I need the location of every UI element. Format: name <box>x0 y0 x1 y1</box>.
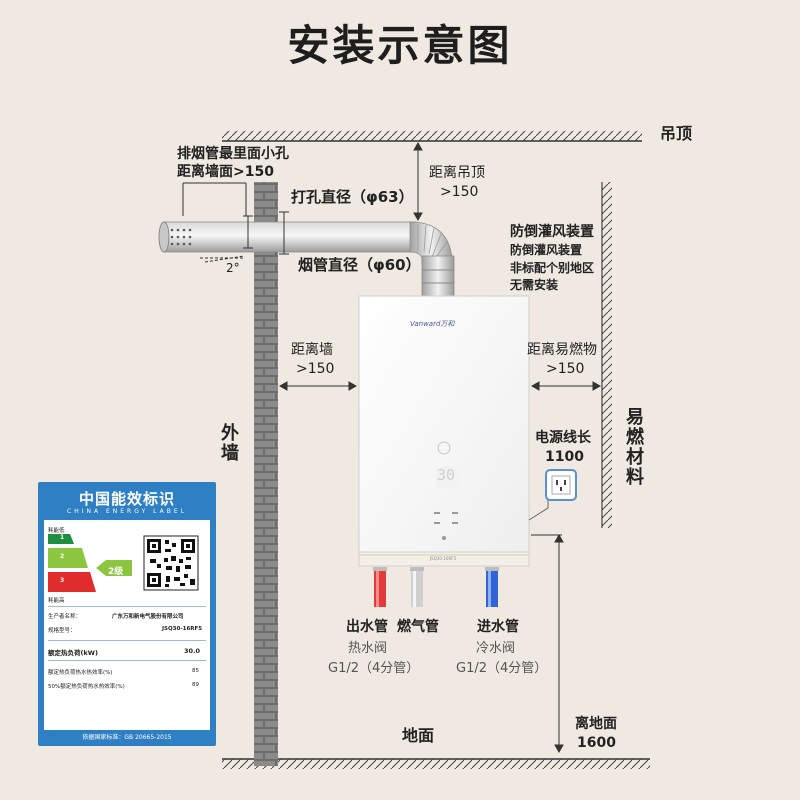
energy-label-footer: 依据国家标准：GB 20665-2015 <box>82 734 172 741</box>
ceiling-label: 吊顶 <box>660 124 693 143</box>
ground-distance-label-2: 1600 <box>577 735 616 751</box>
efficiency-1-label: 额定热负荷热水热效率(%) <box>48 670 113 676</box>
model-value: JSQ30-16RF5 <box>162 626 203 632</box>
drill-diameter-label: 打孔直径（φ63） <box>291 188 414 206</box>
wall-distance-label-1: 距离墙 <box>291 342 333 358</box>
efficiency-2-label: 50%额定热负荷热水热效率(%) <box>48 684 125 690</box>
rated-load-value: 30.0 <box>184 647 201 655</box>
energy-grade-chart <box>48 534 199 592</box>
grade-bar-2 <box>48 548 88 568</box>
flue-hole-label-1: 排烟管最里面小孔 <box>177 146 289 162</box>
ceiling-distance-label-2: >150 <box>440 184 479 200</box>
flue-pipe <box>158 221 455 297</box>
grade-2-label: 2 <box>60 553 65 560</box>
energy-label-subtitle: CHINA ENERGY LABEL <box>67 508 187 515</box>
outer-wall-bricks <box>254 182 278 766</box>
ceiling-distance-dimension <box>413 141 423 222</box>
power-cable-label-2: 1100 <box>545 449 584 465</box>
floor-label: 地面 <box>402 726 435 745</box>
energy-label: 中国能效标识 CHINA ENERGY LABEL 耗能低 <box>38 482 216 746</box>
wall-distance-label-2: >150 <box>296 361 335 377</box>
floor-line <box>222 758 650 769</box>
heater-display: 30 <box>437 466 456 484</box>
flammable-distance-label-2: >150 <box>546 361 585 377</box>
hot-valve-label-2: G1/2（4分管） <box>328 661 420 676</box>
efficiency-1-value: 85 <box>192 668 199 674</box>
manufacturer-label: 生产者名称： <box>48 614 82 620</box>
inlet-pipe-label: 进水管 <box>477 619 519 635</box>
energy-label-panel: 耗能低 1 2 <box>44 520 210 730</box>
efficiency-2-value: 89 <box>192 682 199 688</box>
hot-valve-label-1: 热水阀 <box>348 641 388 656</box>
flammable-distance-dimension <box>530 381 602 391</box>
flue-hole-label-2: 距离墙面>150 <box>177 164 274 180</box>
page-title: 安装示意图 <box>287 21 513 70</box>
flammable-wall <box>601 182 612 528</box>
water-gas-pipes <box>373 567 499 607</box>
energy-label-title: 中国能效标识 <box>78 490 175 508</box>
grade-3-label: 3 <box>60 577 65 584</box>
cold-valve-label-1: 冷水阀 <box>476 641 516 656</box>
outlet-pipe-label: 出水管 <box>346 619 388 635</box>
anti-backdraft-title: 防倒灌风装置 <box>510 224 594 240</box>
power-cable-label-1: 电源线长 <box>535 430 591 446</box>
ceiling-distance-label-1: 距离吊顶 <box>429 165 485 181</box>
ceiling-line <box>222 131 642 142</box>
ground-distance-dimension <box>531 533 564 754</box>
manufacturer-value: 广东万和新电气股份有限公司 <box>112 614 184 620</box>
rated-load-label: 额定热负荷(kW) <box>48 649 98 657</box>
gas-pipe-label: 燃气管 <box>397 619 439 635</box>
anti-backdraft-note-2: 非标配个别地区 <box>510 261 595 275</box>
heater-model-strip: JSQ30-16RF5 <box>430 556 457 561</box>
grade-badge: 2级 <box>108 567 124 577</box>
heater-brand-logo: Vanward万和 <box>410 320 455 328</box>
power-socket <box>545 469 577 501</box>
flammable-material-label: 易燃材料 <box>626 407 644 488</box>
grade-arrow <box>96 560 132 576</box>
grade-1-label: 1 <box>60 534 65 541</box>
ground-distance-label-1: 离地面 <box>575 716 617 732</box>
anti-backdraft-note-3: 无需安装 <box>510 278 559 292</box>
cold-valve-label-2: G1/2（4分管） <box>456 661 548 676</box>
energy-high-text: 耗能高 <box>48 598 65 604</box>
outer-wall-label: 外墙 <box>221 423 239 464</box>
power-cable <box>528 500 549 521</box>
energy-low-text: 耗能低 <box>48 528 65 534</box>
flue-hole-dimension <box>182 182 289 263</box>
pipe-diameter-label: 烟管直径（φ60） <box>298 256 421 274</box>
water-heater <box>358 295 530 567</box>
wall-distance-dimension <box>278 381 358 391</box>
grade-bar-3 <box>48 572 96 592</box>
model-label: 规格型号： <box>48 628 76 634</box>
angle-label: 2° <box>226 261 240 275</box>
grade-bar-1 <box>48 534 74 544</box>
anti-backdraft-note-1: 防倒灌风装置 <box>510 243 583 257</box>
flammable-distance-label-1: 距离易燃物 <box>527 342 597 358</box>
